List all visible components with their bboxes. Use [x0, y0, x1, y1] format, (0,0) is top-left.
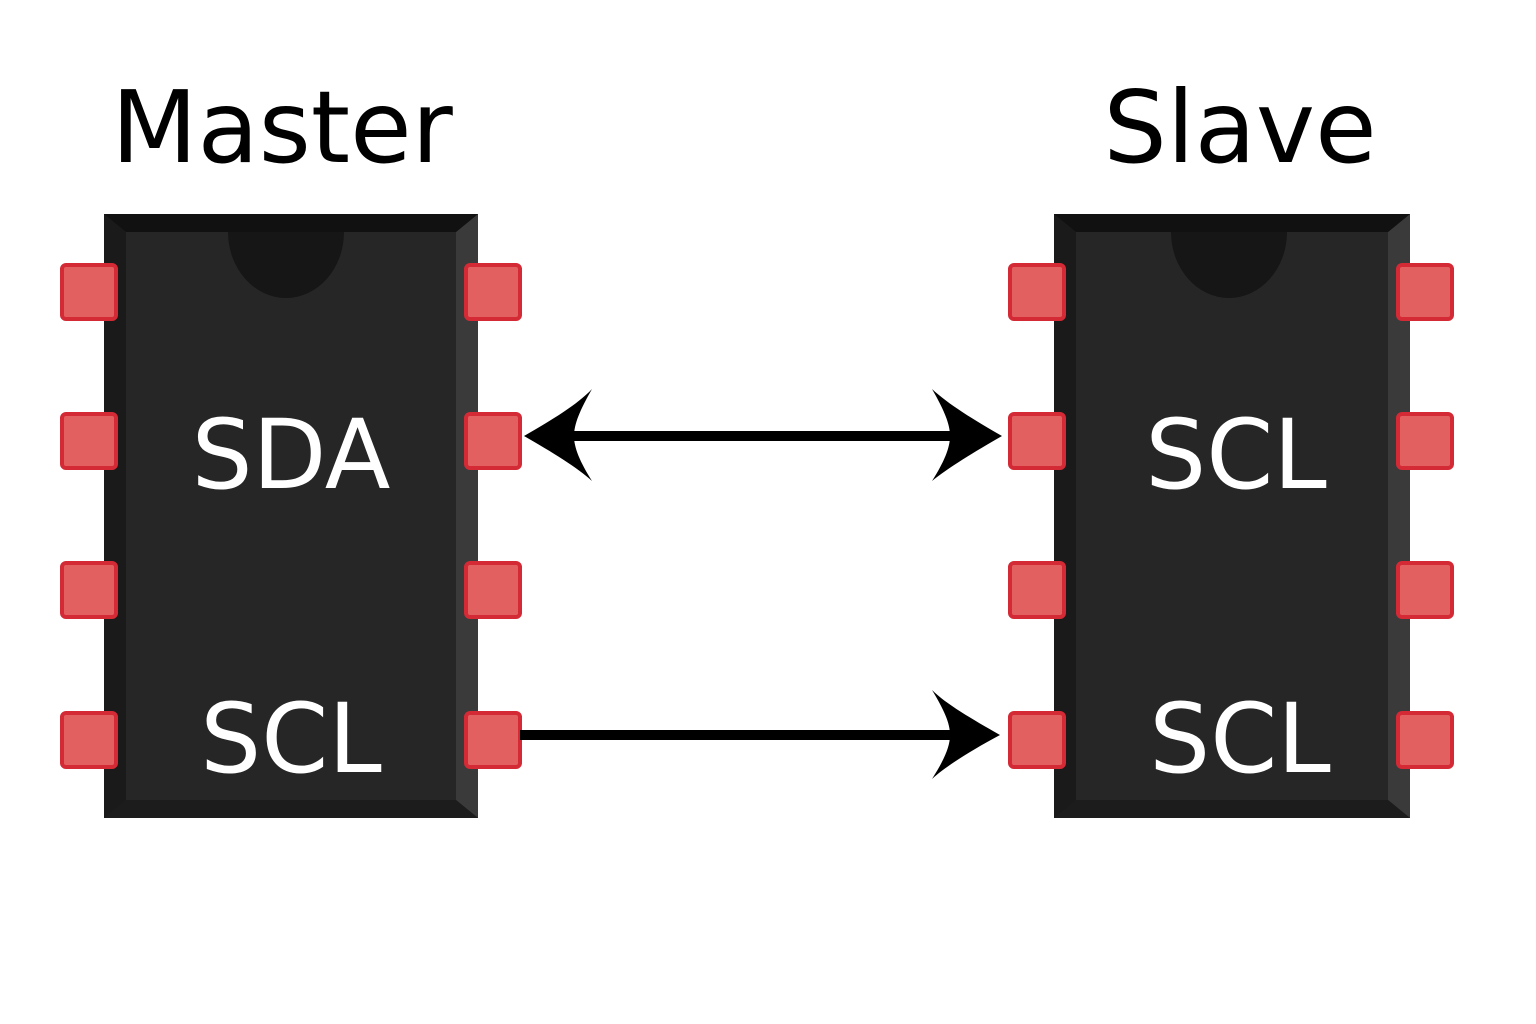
slave-chip-body	[1054, 214, 1410, 818]
master-pin-right-1	[464, 263, 522, 321]
slave-pin-right-2	[1396, 412, 1454, 470]
slave-chip-bevel-bottom	[1054, 800, 1410, 818]
slave-chip-bevel-top	[1054, 214, 1410, 232]
master-chip-bevel-top	[104, 214, 478, 232]
scl-arrowhead-right-icon	[932, 690, 1000, 779]
master-chip: Master SDA SCL	[60, 69, 522, 818]
master-pin-right-2-sda	[464, 412, 522, 470]
sda-arrowhead-left-icon	[524, 389, 592, 481]
slave-chip-bevel-left	[1054, 214, 1076, 818]
master-title: Master	[111, 69, 453, 186]
master-chip-notch	[228, 232, 344, 298]
scl-arrow	[520, 690, 1000, 779]
slave-pin-right-4	[1396, 711, 1454, 769]
slave-chip: Slave SCL SCL	[1008, 69, 1454, 818]
master-label-scl: SCL	[200, 683, 381, 795]
slave-chip-bevel-right	[1388, 214, 1410, 818]
slave-pin-right-3	[1396, 561, 1454, 619]
slave-pin-right-1	[1396, 263, 1454, 321]
slave-chip-notch	[1171, 232, 1287, 298]
slave-pin-left-2	[1008, 412, 1066, 470]
master-pin-right-3	[464, 561, 522, 619]
master-pin-left-3	[60, 561, 118, 619]
slave-pin-left-4	[1008, 711, 1066, 769]
master-label-sda: SDA	[192, 399, 391, 511]
master-pin-right-4-scl	[464, 711, 522, 769]
master-chip-bevel-bottom	[104, 800, 478, 818]
slave-title: Slave	[1103, 69, 1376, 186]
slave-pin-left-3	[1008, 561, 1066, 619]
sda-arrowhead-right-icon	[932, 389, 1002, 481]
slave-pin-left-1	[1008, 263, 1066, 321]
master-chip-bevel-left	[104, 214, 126, 818]
master-chip-body	[104, 214, 478, 818]
master-pin-left-4	[60, 711, 118, 769]
master-chip-bevel-right	[456, 214, 478, 818]
sda-bidirectional-arrow	[524, 389, 1002, 481]
slave-label-upper: SCL	[1145, 399, 1326, 511]
slave-label-lower: SCL	[1149, 683, 1330, 795]
master-pin-left-1	[60, 263, 118, 321]
master-pin-left-2	[60, 412, 118, 470]
